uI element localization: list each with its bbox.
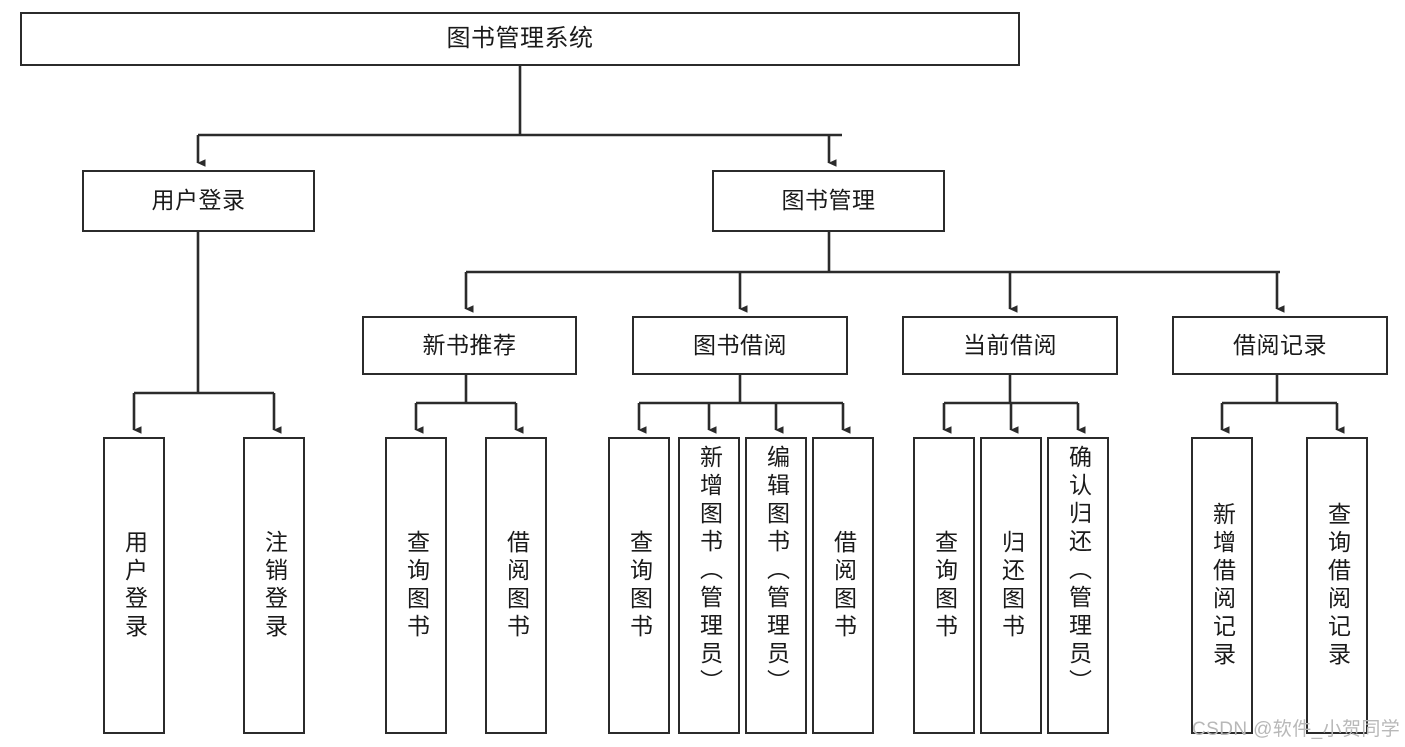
node-label: 用户登录 bbox=[121, 529, 148, 642]
node-book-borrow[interactable]: 图书借阅 bbox=[632, 316, 848, 375]
node-label: 当前借阅 bbox=[963, 331, 1057, 358]
node-label: 借阅图书 bbox=[503, 529, 530, 642]
node-book-management[interactable]: 图书管理 bbox=[712, 170, 945, 232]
node-label: 借阅记录 bbox=[1233, 331, 1327, 358]
node-leaf-query-book-2[interactable]: 查询图书 bbox=[608, 437, 670, 734]
node-label: 查询借阅记录 bbox=[1324, 501, 1351, 670]
node-user-login[interactable]: 用户登录 bbox=[82, 170, 315, 232]
node-label: 注销登录 bbox=[261, 529, 288, 642]
node-label: 新书推荐 bbox=[422, 331, 517, 358]
node-leaf-confirm-return-admin[interactable]: 确认归还（管理员） bbox=[1047, 437, 1109, 734]
node-label: 编辑图书（管理员） bbox=[763, 445, 790, 697]
node-new-book-recommend[interactable]: 新书推荐 bbox=[362, 316, 577, 375]
node-leaf-query-book-3[interactable]: 查询图书 bbox=[913, 437, 975, 734]
node-label: 图书借阅 bbox=[693, 331, 787, 358]
node-label: 图书管理系统 bbox=[446, 24, 594, 52]
node-label: 归还图书 bbox=[998, 529, 1025, 642]
node-label: 确认归还（管理员） bbox=[1065, 445, 1092, 697]
node-label: 查询图书 bbox=[626, 529, 653, 642]
node-label: 新增图书（管理员） bbox=[696, 445, 723, 697]
node-leaf-add-book-admin[interactable]: 新增图书（管理员） bbox=[678, 437, 740, 734]
node-label: 查询图书 bbox=[403, 529, 430, 642]
node-leaf-edit-book-admin[interactable]: 编辑图书（管理员） bbox=[745, 437, 807, 734]
node-root-book-management-system[interactable]: 图书管理系统 bbox=[20, 12, 1020, 66]
node-label: 新增借阅记录 bbox=[1209, 501, 1236, 670]
node-current-borrow[interactable]: 当前借阅 bbox=[902, 316, 1118, 375]
node-leaf-user-login[interactable]: 用户登录 bbox=[103, 437, 165, 734]
node-leaf-borrow-book-1[interactable]: 借阅图书 bbox=[485, 437, 547, 734]
node-leaf-add-borrow-record[interactable]: 新增借阅记录 bbox=[1191, 437, 1253, 734]
node-label: 用户登录 bbox=[151, 187, 246, 214]
node-label: 查询图书 bbox=[931, 529, 958, 642]
csdn-watermark: CSDN @软件_小贺同学 bbox=[1192, 719, 1401, 740]
node-leaf-logout-login[interactable]: 注销登录 bbox=[243, 437, 305, 734]
node-borrow-record[interactable]: 借阅记录 bbox=[1172, 316, 1388, 375]
node-leaf-return-book[interactable]: 归还图书 bbox=[980, 437, 1042, 734]
node-leaf-query-borrow-record[interactable]: 查询借阅记录 bbox=[1306, 437, 1368, 734]
node-leaf-query-book-1[interactable]: 查询图书 bbox=[385, 437, 447, 734]
node-label: 借阅图书 bbox=[830, 529, 857, 642]
node-label: 图书管理 bbox=[781, 187, 876, 214]
node-leaf-borrow-book-2[interactable]: 借阅图书 bbox=[812, 437, 874, 734]
